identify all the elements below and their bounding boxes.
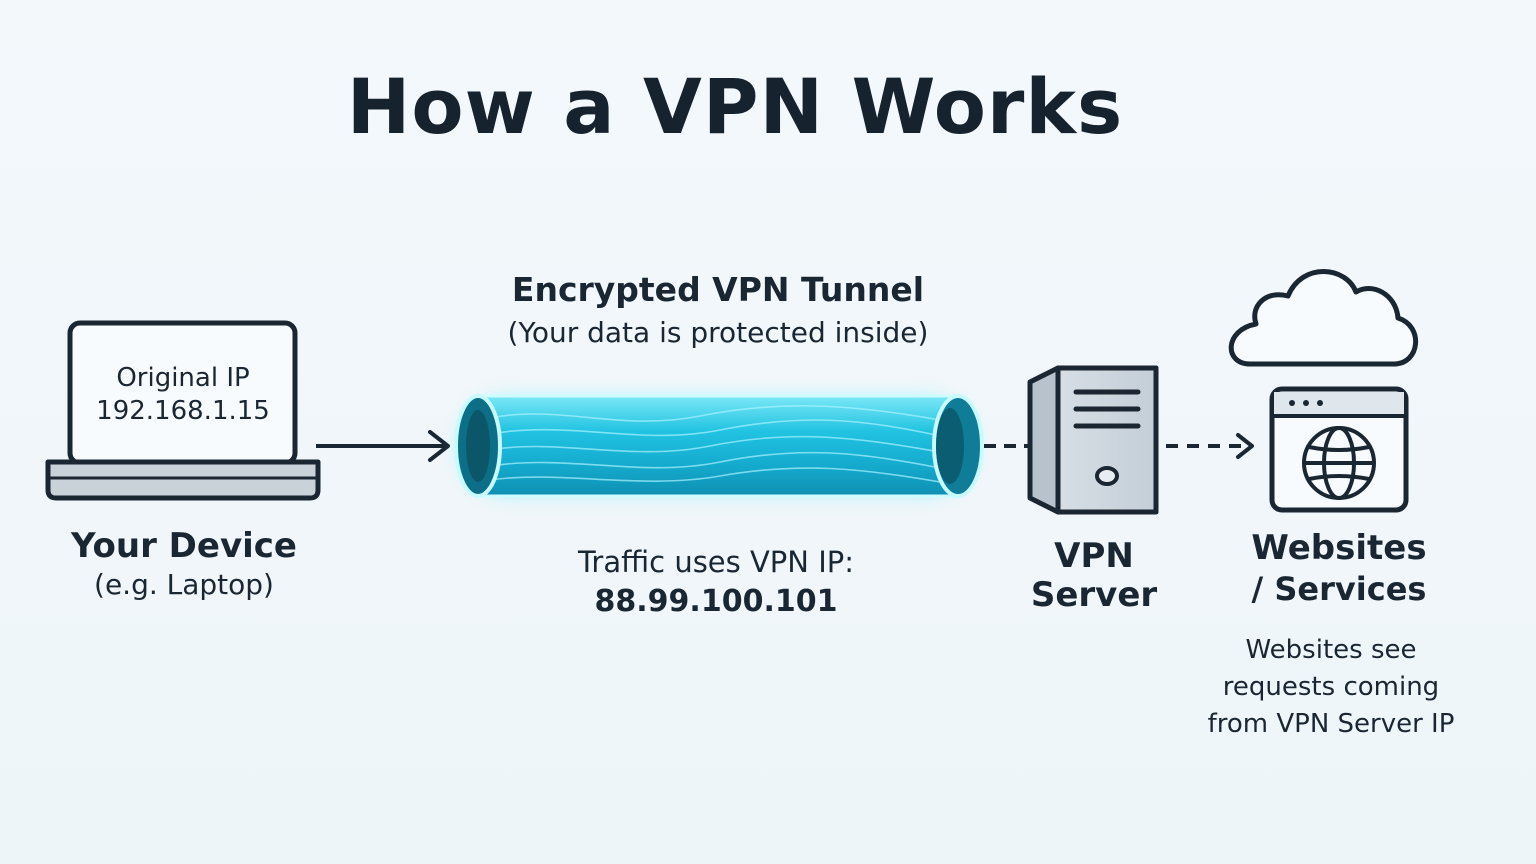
websites-note-line3: from VPN Server IP [1207,709,1455,739]
page-title: How a VPN Works [346,62,1124,151]
device-ip-value: 192.168.1.15 [96,396,270,426]
vpn-ip-value: 88.99.100.101 [594,584,838,619]
websites-note-line2: requests coming [1222,672,1440,702]
laptop-icon [45,320,321,501]
server-name-line2: Server [1030,575,1158,615]
websites-note-line1: Websites see [1245,635,1417,665]
device-subtitle: (e.g. Laptop) [94,568,274,601]
encrypted-tunnel-icon [454,394,984,498]
dashed-arrow-right-icon [1166,433,1254,459]
device-ip-display: Original IP 192.168.1.15 [72,362,294,428]
device-ip-label: Original IP [116,363,250,393]
websites-name-line1: Websites [1251,528,1427,568]
globe-icon [1302,426,1376,500]
arrow-right-icon [316,430,450,462]
server-name-line1: VPN [1054,536,1134,576]
websites-name-line2: / Services [1251,570,1427,608]
tunnel-subtitle: (Your data is protected inside) [507,316,929,349]
server-tower-icon [1027,365,1159,515]
tunnel-title: Encrypted VPN Tunnel [511,270,925,309]
websites-note: Websites see requests coming from VPN Se… [1166,632,1496,743]
traffic-label: Traffic uses VPN IP: [577,545,855,579]
cloud-icon [1228,269,1418,367]
device-name: Your Device [71,526,297,566]
